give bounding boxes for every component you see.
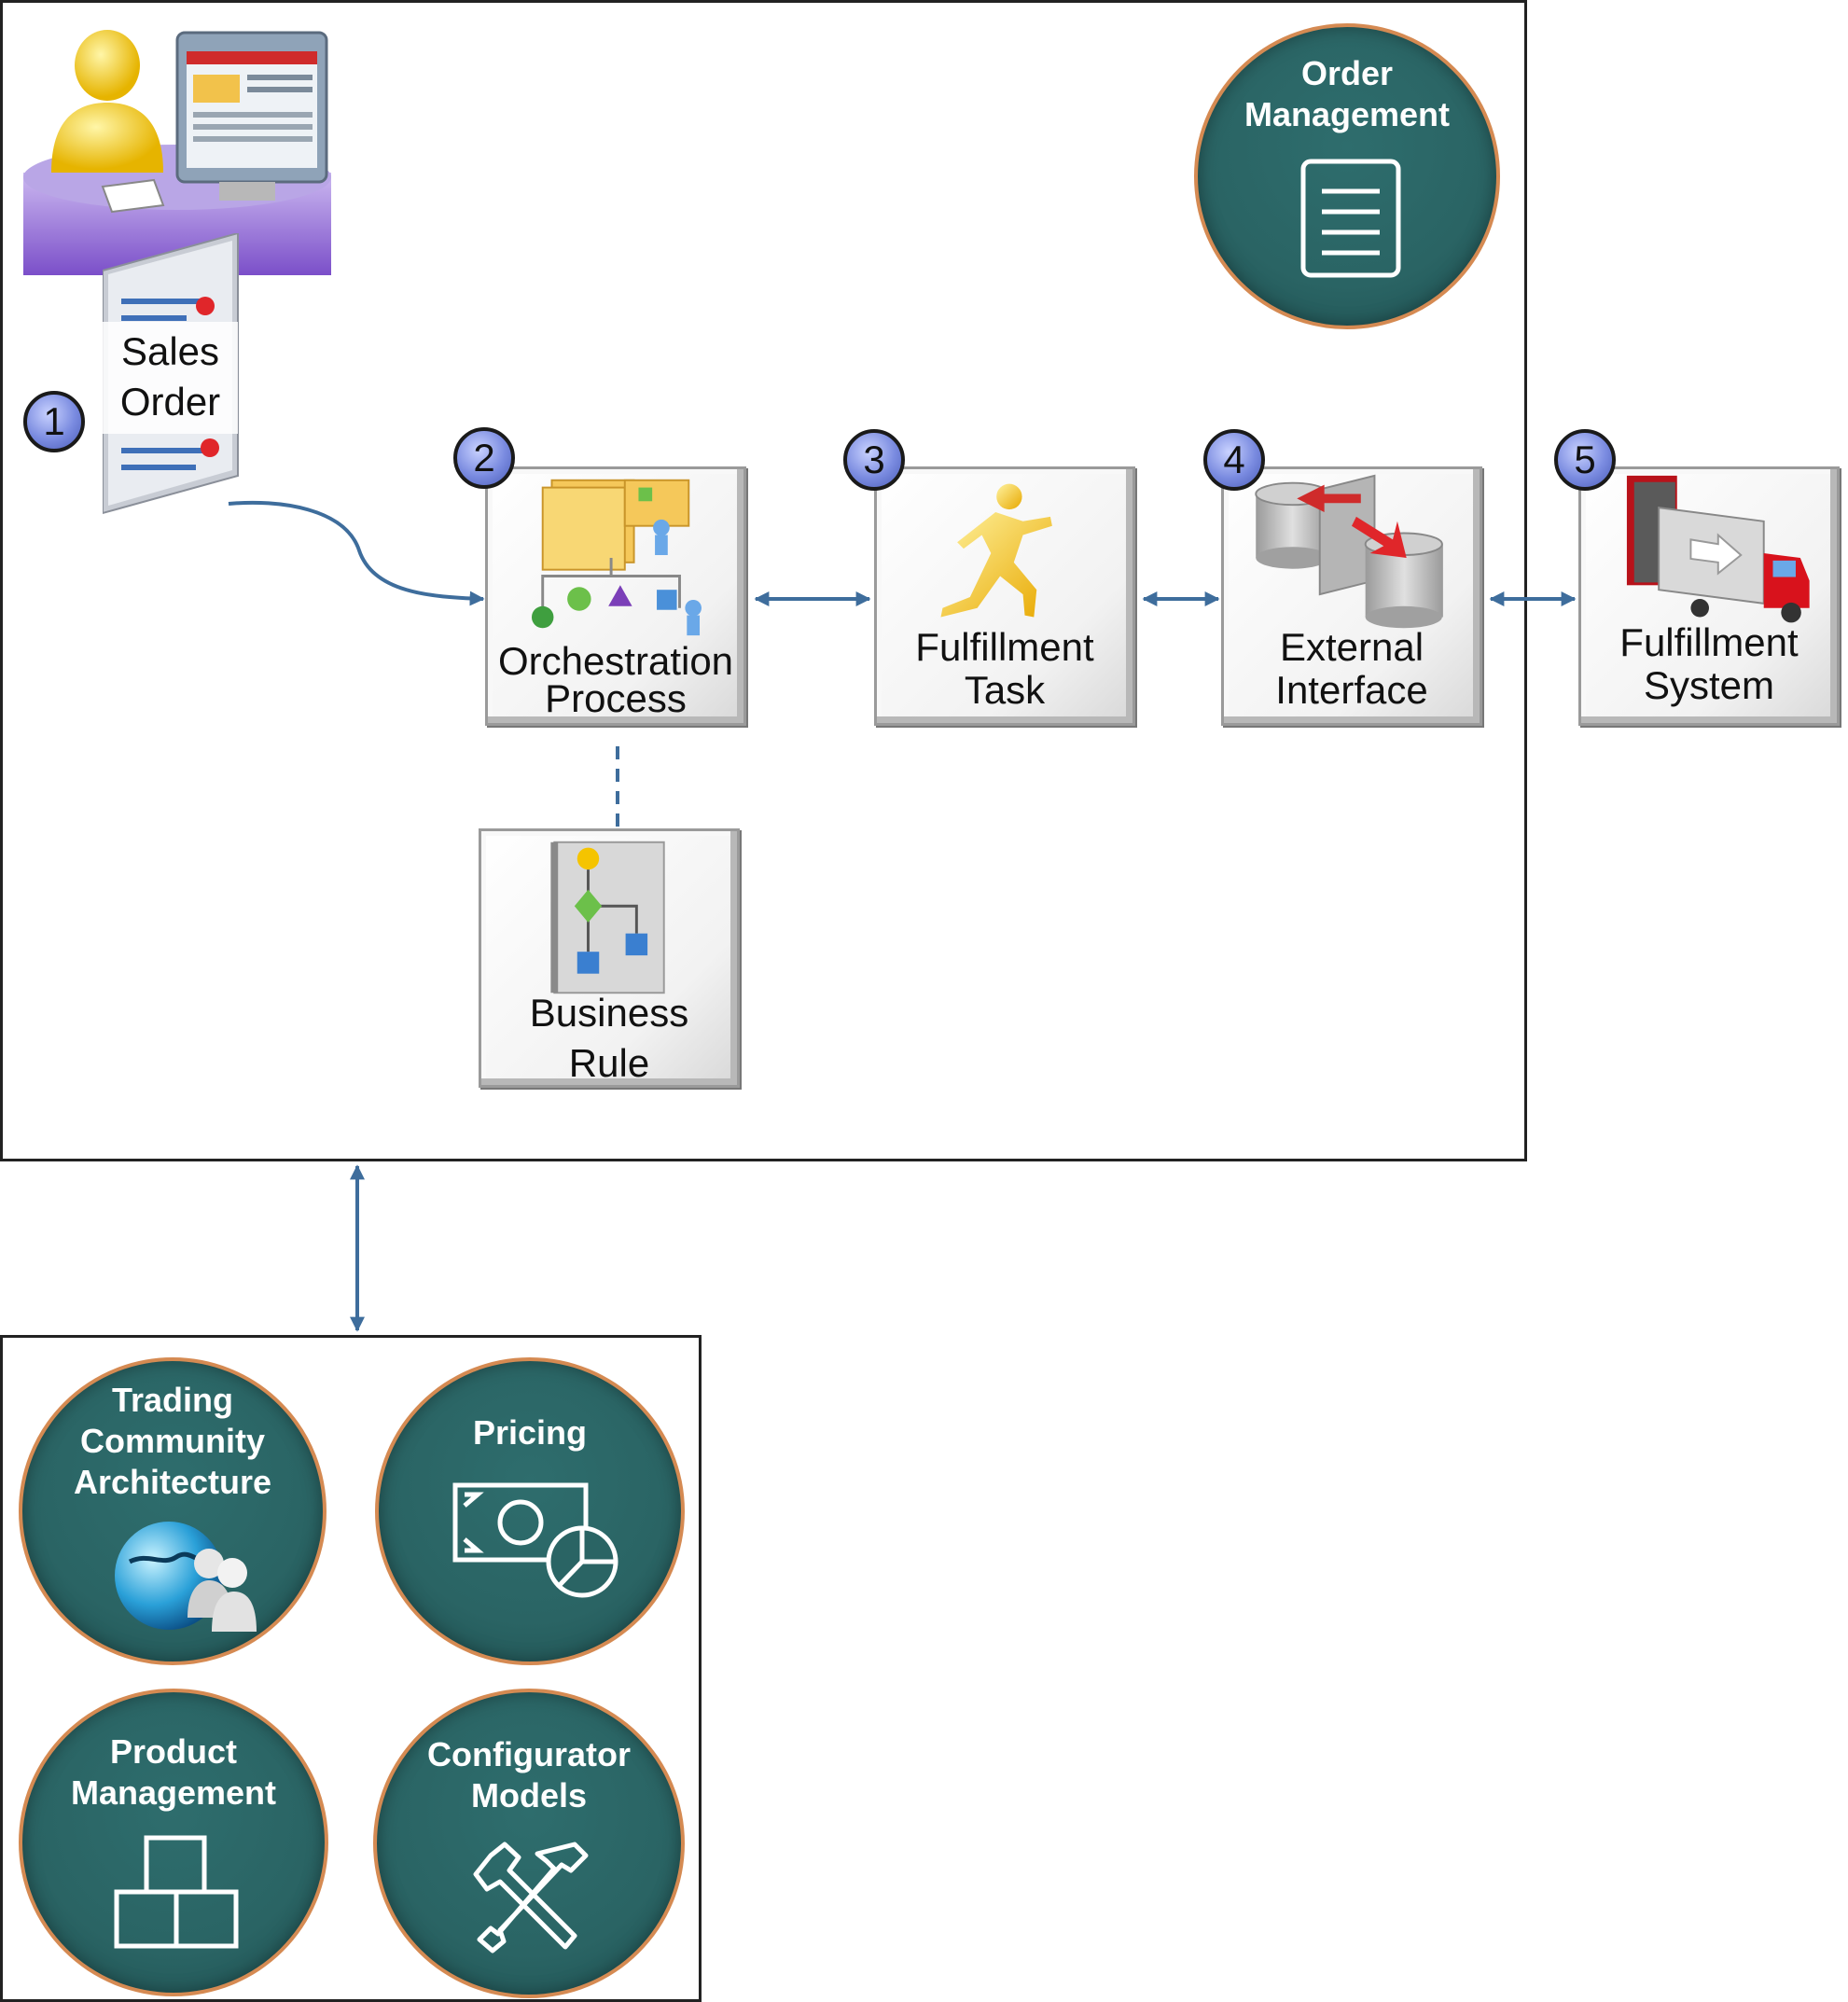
fulfillment-system-label: Fulfillment System: [1619, 620, 1799, 707]
order-management-module: Order Management: [1194, 23, 1500, 329]
orchestration-process-box[interactable]: Orchestration Process: [485, 466, 746, 726]
orchestration-process-label: Orchestration Process: [497, 639, 734, 720]
product-management-title: Product Management: [70, 1732, 277, 1812]
fulfillment-system-box[interactable]: Fulfillment System: [1578, 466, 1840, 726]
running-person-icon: [940, 483, 1052, 618]
money-chart-icon: [452, 1482, 618, 1598]
database-transfer-icon: [1255, 474, 1443, 629]
step-badge-1: 1: [23, 391, 85, 452]
product-management-module: Product Management: [19, 1689, 328, 1996]
globe-people-icon: [115, 1522, 257, 1632]
sales-order-to-orchestration-arrow: [228, 500, 485, 606]
pricing-module: Pricing: [375, 1357, 685, 1665]
boxes-icon: [114, 1835, 239, 1949]
fulfillment-task-label: Fulfillment Task: [915, 625, 1094, 712]
step-badge-4: 4: [1203, 429, 1265, 491]
trading-community-architecture-title: Trading Community Architecture: [73, 1381, 272, 1501]
pricing-title: Pricing: [472, 1413, 588, 1452]
truck-icon: [1626, 475, 1810, 623]
business-rule-box[interactable]: Business Rule: [479, 828, 740, 1088]
fulfillment-task-box[interactable]: Fulfillment Task: [874, 466, 1135, 726]
configurator-models-module: Configurator Models: [373, 1689, 685, 1998]
step-badge-3: 3: [843, 429, 905, 491]
tools-icon: [473, 1842, 589, 1953]
sales-order-label: Sales Order: [119, 329, 221, 424]
business-rule-label: Business Rule: [529, 991, 689, 1085]
document-icon: [1300, 159, 1401, 278]
trading-community-architecture-module: Trading Community Architecture: [19, 1357, 327, 1665]
external-interface-box[interactable]: External Interface: [1221, 466, 1482, 726]
step-badge-5: 5: [1554, 429, 1616, 491]
service-agent-illustration: [23, 23, 350, 275]
step-badge-2: 2: [453, 427, 515, 489]
service-agent-icon: [23, 30, 331, 275]
configurator-models-title: Configurator Models: [427, 1735, 631, 1814]
flowchart-icon: [550, 841, 665, 994]
order-management-title: Order Management: [1244, 54, 1451, 133]
sales-order[interactable]: Sales Order: [103, 233, 243, 518]
external-interface-label: External Interface: [1275, 625, 1428, 712]
orchestration-icon: [531, 479, 702, 636]
